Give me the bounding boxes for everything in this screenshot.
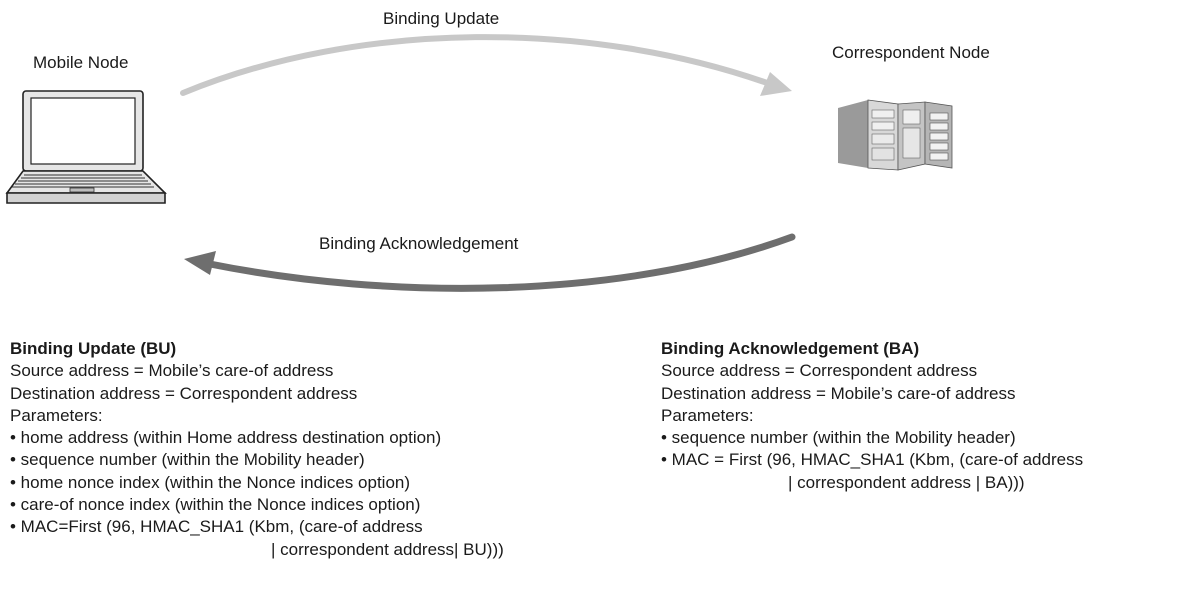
binding-update-description: Binding Update (BU) Source address = Mob… xyxy=(10,338,504,561)
bu-line: • sequence number (within the Mobility h… xyxy=(10,450,365,470)
bu-line: • MAC=First (96, HMAC_SHA1 (Kbm, (care-o… xyxy=(10,517,423,537)
ba-line: • MAC = First (96, HMAC_SHA1 (Kbm, (care… xyxy=(661,450,1084,470)
binding-ack-arrow xyxy=(184,233,796,292)
bu-line: Source address = Mobile’s care-of addres… xyxy=(10,361,334,381)
bu-continuation: | correspondent address| BU))) xyxy=(271,539,504,559)
ba-line: • sequence number (within the Mobility h… xyxy=(661,428,1016,448)
ba-continuation: | correspondent address | BA))) xyxy=(788,472,1025,492)
bu-line: • care-of nonce index (within the Nonce … xyxy=(10,495,421,515)
ba-line: Destination address = Mobile’s care-of a… xyxy=(661,383,1016,403)
bu-title: Binding Update (BU) xyxy=(10,339,177,358)
bu-line: Destination address = Correspondent addr… xyxy=(10,383,358,403)
correspondent-node-label: Correspondent Node xyxy=(832,43,990,62)
diagram-canvas xyxy=(5,34,953,292)
ba-line: Source address = Correspondent address xyxy=(661,361,978,381)
bu-line: Parameters: xyxy=(10,405,103,425)
binding-update-arrow xyxy=(180,34,792,96)
server-icon xyxy=(838,99,953,171)
bu-line: • home nonce index (within the Nonce ind… xyxy=(10,472,411,492)
bu-line: • home address (within Home address dest… xyxy=(10,428,442,448)
binding-update-label: Binding Update xyxy=(383,9,500,28)
ba-title: Binding Acknowledgement (BA) xyxy=(661,339,920,358)
binding-ack-description: Binding Acknowledgement (BA) Source addr… xyxy=(661,338,1083,494)
binding-ack-label: Binding Acknowledgement xyxy=(319,234,519,253)
ba-line: Parameters: xyxy=(661,405,754,425)
laptop-icon xyxy=(5,90,167,204)
mobile-node-label: Mobile Node xyxy=(33,53,129,72)
